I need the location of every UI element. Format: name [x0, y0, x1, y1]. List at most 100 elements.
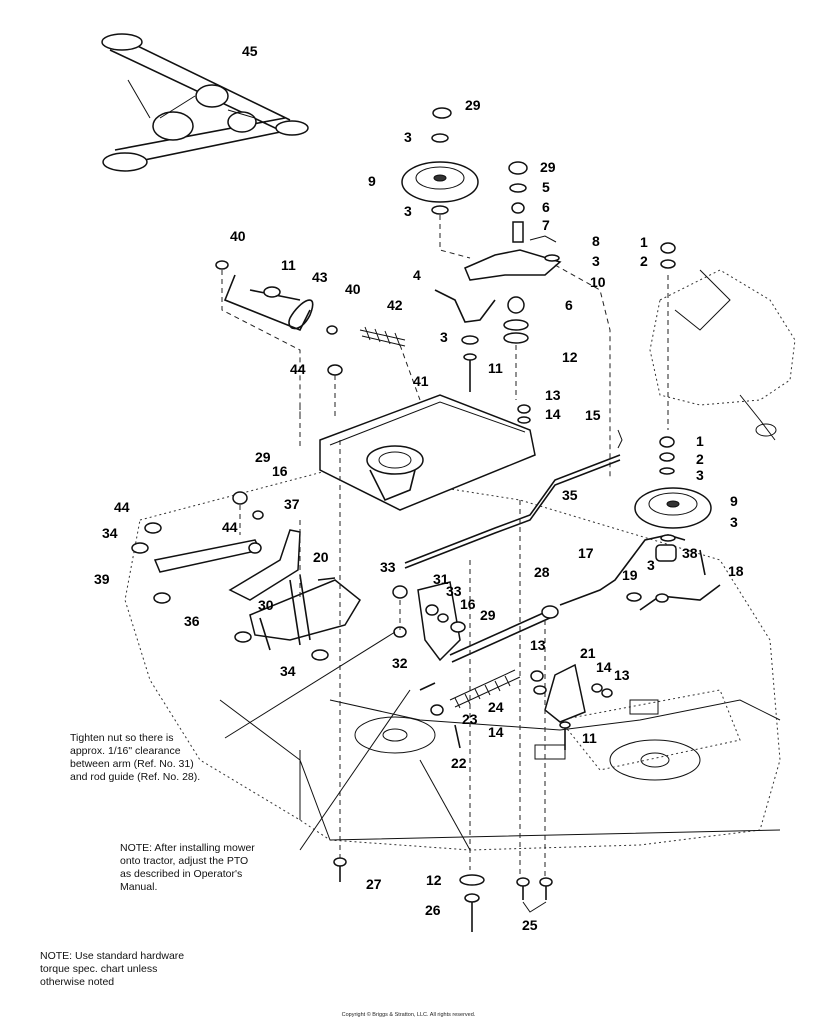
gearbox-housing: [649, 242, 796, 441]
pto-note-line: Manual.: [120, 881, 158, 893]
clearance-note-line: between arm (Ref. No. 31): [70, 758, 194, 770]
callout-3: 3: [404, 129, 412, 145]
callout-5: 5: [542, 179, 550, 195]
clearance-note-line: approx. 1/16" clearance: [70, 745, 181, 757]
callout-labels: 45 29 3 9 3 29 5 6 7 8 3 10 40 11 43 40 …: [94, 43, 744, 933]
hardware-note-line: otherwise noted: [40, 976, 115, 988]
callout-41: 41: [413, 373, 429, 389]
callout-24: 24: [488, 699, 504, 715]
copyright-footer: Copyright © Briggs & Stratton, LLC. All …: [341, 1012, 476, 1018]
pto-note-line: NOTE: After installing mower: [120, 842, 255, 854]
front-hanger-assembly: [131, 491, 361, 661]
arm-and-rod-guide: [392, 581, 559, 749]
callout-3: 3: [440, 329, 448, 345]
callout-18: 18: [728, 563, 744, 579]
callout-2: 2: [640, 253, 648, 269]
callout-37: 37: [284, 496, 300, 512]
clearance-note-line: and rod guide (Ref. No. 28).: [70, 771, 201, 783]
callout-13: 13: [614, 667, 630, 683]
callout-35: 35: [562, 487, 578, 503]
callout-38: 38: [682, 545, 698, 561]
note-leaders: [224, 631, 411, 851]
callout-39: 39: [94, 571, 110, 587]
callout-44: 44: [222, 519, 238, 535]
callout-29: 29: [480, 607, 496, 623]
callout-30: 30: [258, 597, 274, 613]
callout-16: 16: [272, 463, 288, 479]
callout-11: 11: [582, 730, 597, 746]
callout-9: 9: [730, 493, 738, 509]
callout-13: 13: [530, 637, 546, 653]
idler-arm-assembly: [434, 161, 611, 480]
right-pulley-stack: [626, 436, 721, 611]
callout-26: 26: [425, 902, 441, 918]
callout-19: 19: [622, 567, 638, 583]
pto-note: NOTE: After installing mower onto tracto…: [120, 842, 255, 894]
callout-1: 1: [696, 433, 704, 449]
callout-15: 15: [585, 407, 601, 423]
callout-40: 40: [345, 281, 361, 297]
callout-3: 3: [592, 253, 600, 269]
pto-note-line: as described in Operator's: [120, 868, 243, 880]
callout-32: 32: [392, 655, 408, 671]
callout-36: 36: [184, 613, 200, 629]
callout-16: 16: [460, 596, 476, 612]
callout-40: 40: [230, 228, 246, 244]
callout-27: 27: [366, 876, 382, 892]
callout-13: 13: [545, 387, 561, 403]
pto-note-line: onto tractor, adjust the PTO: [120, 855, 249, 867]
callout-7: 7: [542, 217, 550, 233]
callout-6: 6: [565, 297, 573, 313]
hardware-note-line: torque spec. chart unless: [40, 963, 158, 975]
callout-34: 34: [102, 525, 118, 541]
callout-4: 4: [413, 267, 421, 283]
callout-11: 11: [488, 360, 503, 376]
callout-3: 3: [404, 203, 412, 219]
belt-routing-diagram: [101, 33, 309, 172]
callout-3: 3: [730, 514, 738, 530]
callout-20: 20: [313, 549, 329, 565]
left-linkage: [215, 260, 421, 420]
callout-11: 11: [281, 257, 296, 273]
callout-43: 43: [312, 269, 328, 285]
callout-9: 9: [368, 173, 376, 189]
callout-3: 3: [696, 467, 704, 483]
rod-guide-bracket: [530, 663, 613, 750]
callout-29: 29: [255, 449, 271, 465]
clearance-note: Tighten nut so there is approx. 1/16" cl…: [70, 732, 200, 784]
center-pulley-stack: [401, 107, 479, 259]
callout-28: 28: [534, 564, 550, 580]
callout-12: 12: [562, 349, 578, 365]
hardware-note: NOTE: Use standard hardware torque spec.…: [40, 950, 184, 989]
callout-8: 8: [592, 233, 600, 249]
callout-17: 17: [578, 545, 594, 561]
callout-31: 31: [433, 571, 449, 587]
callout-44: 44: [114, 499, 130, 515]
callout-25: 25: [522, 917, 538, 933]
callout-34: 34: [280, 663, 296, 679]
callout-2: 2: [696, 451, 704, 467]
callout-45: 45: [242, 43, 258, 59]
callout-44: 44: [290, 361, 306, 377]
hardware-note-line: NOTE: Use standard hardware: [40, 950, 185, 962]
clearance-note-line: Tighten nut so there is: [70, 732, 174, 744]
callout-22: 22: [451, 755, 467, 771]
callout-29: 29: [540, 159, 556, 175]
callout-14: 14: [545, 406, 561, 422]
callout-21: 21: [580, 645, 596, 661]
callout-14: 14: [488, 724, 504, 740]
callout-3: 3: [647, 557, 655, 573]
callout-42: 42: [387, 297, 403, 313]
callout-6: 6: [542, 199, 550, 215]
callout-23: 23: [462, 711, 478, 727]
bottom-hardware: [333, 440, 553, 932]
mower-deck: [124, 469, 781, 851]
callout-29: 29: [465, 97, 481, 113]
callout-12: 12: [426, 872, 442, 888]
callout-1: 1: [640, 234, 648, 250]
callout-33: 33: [380, 559, 396, 575]
center-bracket: [299, 364, 623, 511]
callout-10: 10: [590, 274, 606, 290]
callout-33: 33: [446, 583, 462, 599]
